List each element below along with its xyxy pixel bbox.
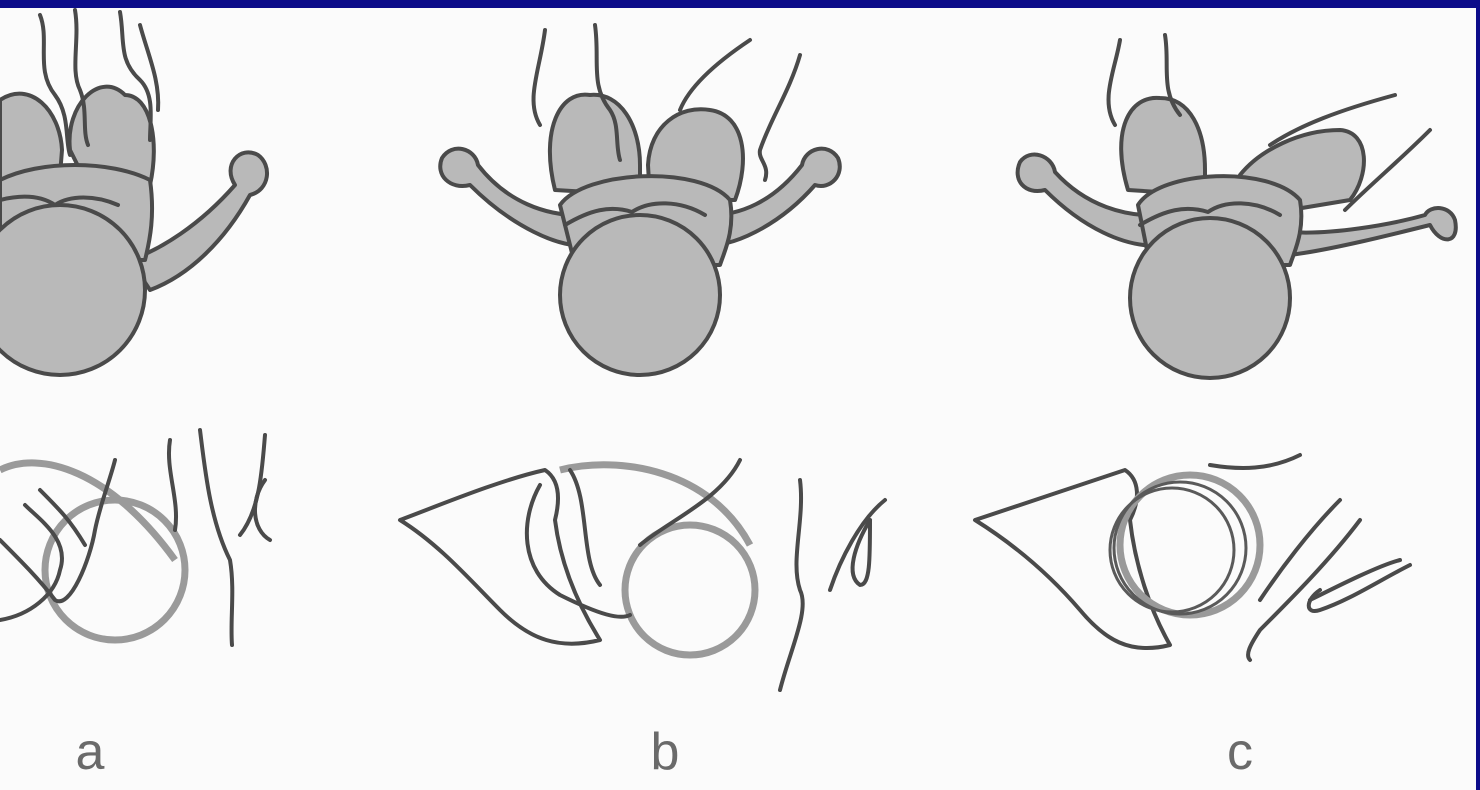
- panel-label-c: c: [1210, 722, 1270, 782]
- panel-c-pelvis-view: [975, 455, 1410, 660]
- panel-c-fetus-top-view: [1018, 35, 1456, 378]
- panel-a-pelvis-view: [0, 430, 270, 645]
- panel-label-a: a: [60, 722, 120, 782]
- panel-label-b: b: [635, 722, 695, 782]
- panel-b-pelvis-view: [400, 460, 885, 690]
- panel-b-fetus-top-view: [440, 25, 840, 375]
- panel-a-fetus-top-view: [0, 10, 267, 375]
